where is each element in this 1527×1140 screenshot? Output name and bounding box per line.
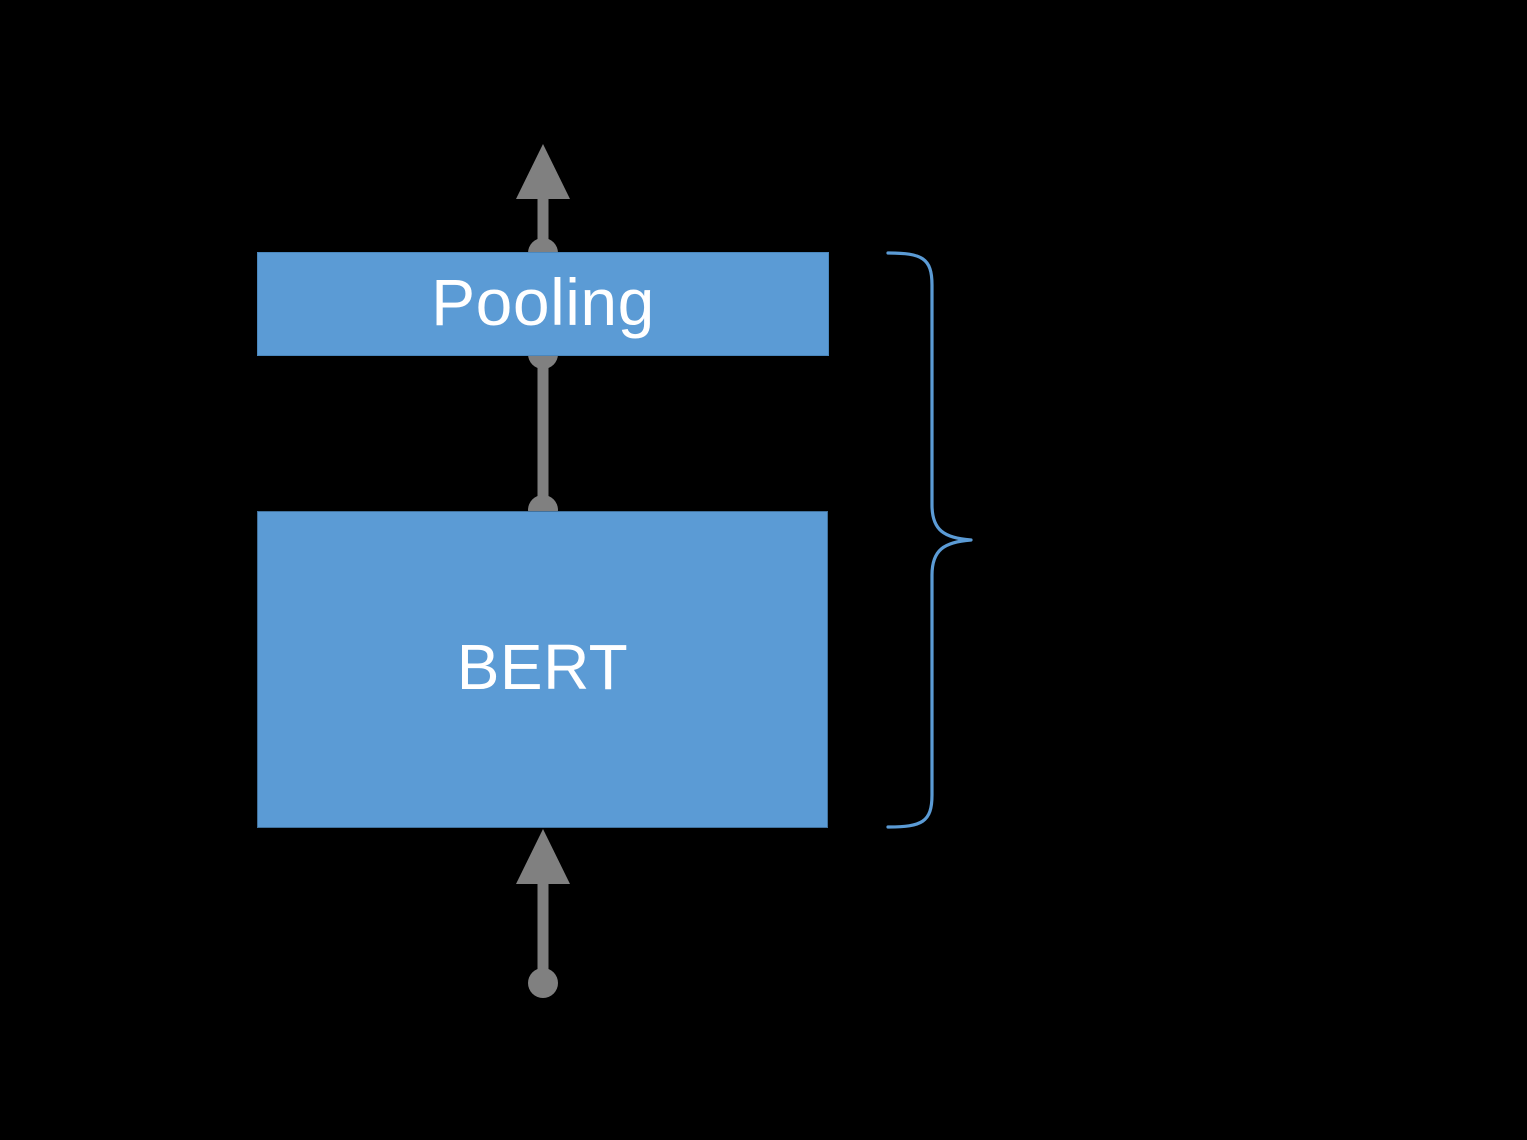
pooling-block-label: Pooling [431, 265, 655, 339]
bert-block-label: BERT [456, 630, 629, 703]
pooling-block[interactable]: Pooling [257, 252, 829, 356]
input-arrowhead-icon [516, 829, 570, 884]
input-arrow-connector [516, 829, 570, 998]
bert-to-pooling-connector [528, 339, 558, 525]
group-curly-brace-icon [886, 251, 973, 829]
output-arrowhead-icon [516, 144, 570, 199]
input-arrow-start-dot-icon [528, 968, 558, 998]
curly-brace-path [886, 251, 973, 829]
bert-block[interactable]: BERT [257, 511, 828, 828]
output-arrow-connector [516, 144, 570, 268]
